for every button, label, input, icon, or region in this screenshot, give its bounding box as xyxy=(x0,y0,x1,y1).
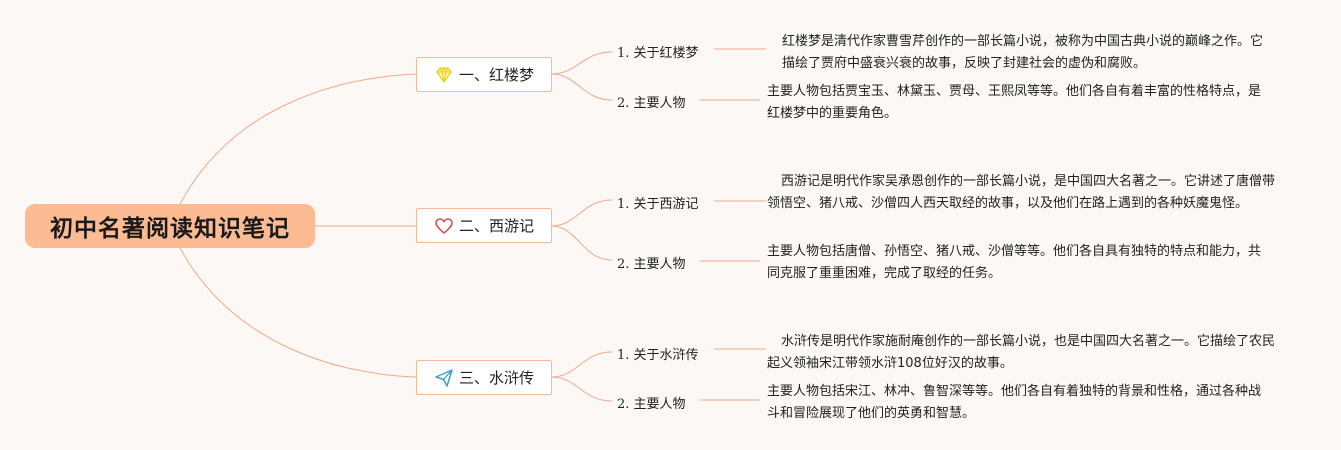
topic-xiyouji[interactable]: 二、西游记 xyxy=(416,208,552,243)
note-text: 主要人物包括唐僧、孙悟空、猪八戒、沙僧等等。他们各自具有独特的特点和能力，共同克… xyxy=(767,244,1262,281)
note-about-shuihuzhuan: 水浒传是明代作家施耐庵创作的一部长篇小说，也是中国四大名著之一。它描绘了农民起义… xyxy=(767,331,1277,375)
root-node[interactable]: 初中名著阅读知识笔记 xyxy=(25,204,315,248)
note-characters-shuihuzhuan: 主要人物包括宋江、林冲、鲁智深等等。他们各自有着独特的背景和性格，通过各种战斗和… xyxy=(767,381,1267,425)
note-about-xiyouji: 西游记是明代作家吴承恩创作的一部长篇小说，是中国四大名著之一。它讲述了唐僧带领悟… xyxy=(767,171,1277,215)
topic-label: 三、水浒传 xyxy=(458,369,534,387)
sub-about-hongloumeng[interactable]: 1. 关于红楼梦 xyxy=(617,46,699,61)
sub-characters-shuihuzhuan[interactable]: 2. 主要人物 xyxy=(617,397,686,412)
sub-about-xiyouji[interactable]: 1. 关于西游记 xyxy=(617,197,699,212)
note-characters-hongloumeng: 主要人物包括贾宝玉、林黛玉、贾母、王熙凤等等。他们各自有着丰富的性格特点，是红楼… xyxy=(767,81,1267,125)
sub-characters-xiyouji[interactable]: 2. 主要人物 xyxy=(617,257,686,272)
root-title: 初中名著阅读知识笔记 xyxy=(50,216,290,242)
note-text: 红楼梦是清代作家曹雪芹创作的一部长篇小说，被称为中国古典小说的巅峰之作。它描绘了… xyxy=(782,34,1264,71)
topic-label: 一、红楼梦 xyxy=(458,66,534,84)
note-characters-xiyouji: 主要人物包括唐僧、孙悟空、猪八戒、沙僧等等。他们各自具有独特的特点和能力，共同克… xyxy=(767,241,1267,285)
topic-label: 二、西游记 xyxy=(458,217,534,235)
heart-icon xyxy=(434,216,454,236)
note-text: 西游记是明代作家吴承恩创作的一部长篇小说，是中国四大名著之一。它讲述了唐僧带领悟… xyxy=(767,174,1276,211)
note-text: 主要人物包括宋江、林冲、鲁智深等等。他们各自有着独特的背景和性格，通过各种战斗和… xyxy=(767,384,1262,421)
topic-hongloumeng[interactable]: 一、红楼梦 xyxy=(416,57,552,92)
sub-characters-hongloumeng[interactable]: 2. 主要人物 xyxy=(617,96,686,111)
note-text: 水浒传是明代作家施耐庵创作的一部长篇小说，也是中国四大名著之一。它描绘了农民起义… xyxy=(767,334,1276,371)
topic-shuihuzhuan[interactable]: 三、水浒传 xyxy=(416,360,552,395)
sub-about-shuihuzhuan[interactable]: 1. 关于水浒传 xyxy=(617,348,699,363)
paper-plane-icon xyxy=(434,368,454,388)
diamond-icon xyxy=(434,65,454,85)
note-about-hongloumeng: 红楼梦是清代作家曹雪芹创作的一部长篇小说，被称为中国古典小说的巅峰之作。它描绘了… xyxy=(782,31,1272,75)
note-text: 主要人物包括贾宝玉、林黛玉、贾母、王熙凤等等。他们各自有着丰富的性格特点，是红楼… xyxy=(767,84,1262,121)
